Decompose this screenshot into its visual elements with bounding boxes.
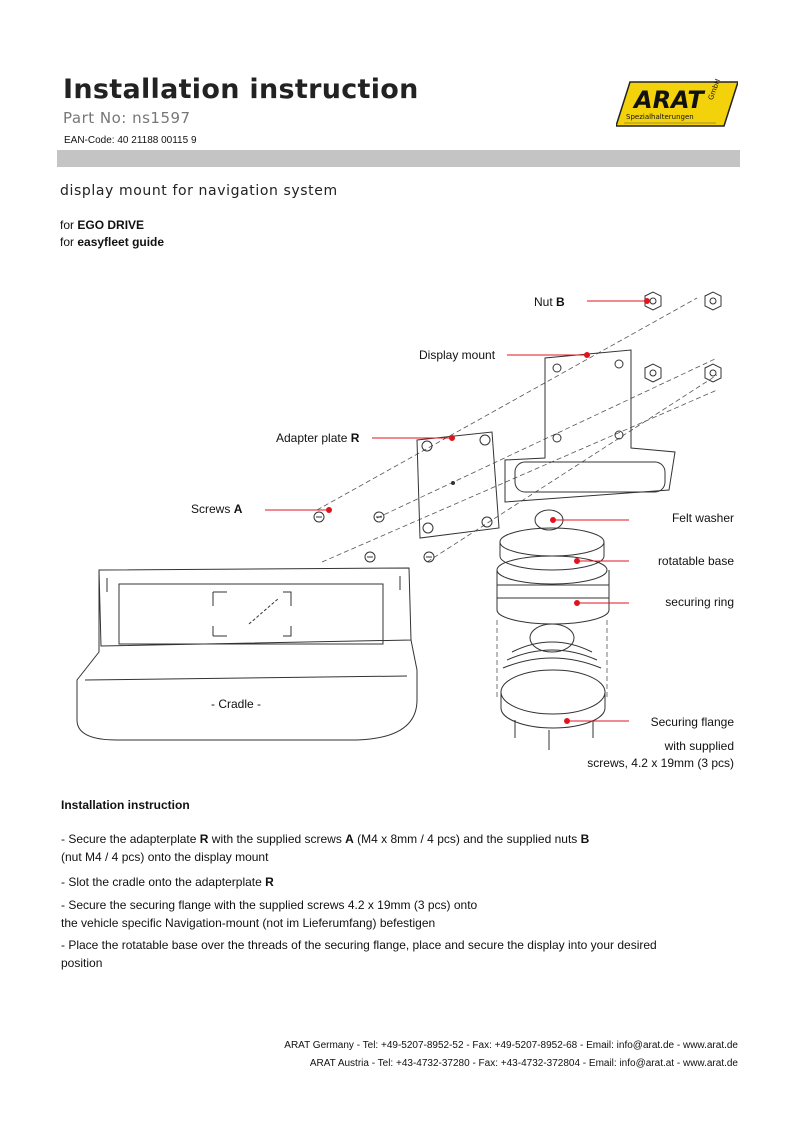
securing-flange-part bbox=[500, 623, 606, 750]
for-line-2: for easyfleet guide bbox=[60, 235, 165, 249]
label-cradle: - Cradle - bbox=[211, 697, 262, 711]
for-line-1: for EGO DRIVE bbox=[60, 218, 145, 232]
part-number: Part No: ns1597 bbox=[63, 109, 191, 127]
instruction-step-3: - Secure the securing flange with the su… bbox=[61, 898, 478, 930]
assembly-guide-lines bbox=[316, 297, 718, 700]
footer-germany: ARAT Germany - Tel: +49-5207-8952-52 - F… bbox=[284, 1040, 738, 1051]
label-securing-flange: Securing flange bbox=[650, 715, 734, 729]
footer-austria: ARAT Austria - Tel: +43-4732-37280 - Fax… bbox=[309, 1058, 738, 1069]
label-rotatable-base: rotatable base bbox=[657, 554, 734, 568]
logo-brand: ARAT bbox=[632, 86, 705, 114]
exploded-assembly-diagram bbox=[76, 291, 722, 750]
adapter-plate-part bbox=[416, 431, 500, 539]
label-felt-washer: Felt washer bbox=[671, 511, 734, 525]
page-title: Installation instruction bbox=[63, 74, 419, 105]
label-securing-ring: securing ring bbox=[665, 595, 734, 609]
display-mount-part bbox=[504, 349, 676, 503]
label-adapter-plate: Adapter plate R bbox=[276, 431, 360, 445]
ean-code: EAN-Code: 40 21188 00115 9 bbox=[64, 135, 197, 146]
instruction-step-1: - Secure the adapterplate R with the sup… bbox=[61, 832, 590, 864]
label-nut-b: Nut B bbox=[534, 295, 565, 309]
label-display-mount: Display mount bbox=[419, 348, 496, 362]
nut-b-icon bbox=[644, 291, 722, 383]
label-supplied-screws-1: with supplied bbox=[664, 739, 734, 753]
logo-tagline: Spezialhalterungen bbox=[626, 113, 694, 121]
product-subtitle: display mount for navigation system bbox=[60, 183, 338, 199]
label-supplied-screws-2: screws, 4.2 x 19mm (3 pcs) bbox=[587, 756, 734, 770]
header-divider-bar bbox=[57, 150, 740, 167]
securing-ring-part bbox=[496, 570, 610, 625]
callout-leaders bbox=[265, 298, 650, 724]
label-screws-a: Screws A bbox=[191, 502, 243, 516]
instruction-step-2: - Slot the cradle onto the adapterplate … bbox=[61, 875, 274, 889]
instructions-heading: Installation instruction bbox=[61, 798, 190, 812]
screws-a-icon bbox=[313, 511, 435, 563]
arat-logo: ARAT GmbH Spezialhalterungen bbox=[616, 78, 738, 127]
cradle-part bbox=[76, 567, 418, 741]
instruction-step-4: - Place the rotatable base over the thre… bbox=[61, 938, 657, 970]
